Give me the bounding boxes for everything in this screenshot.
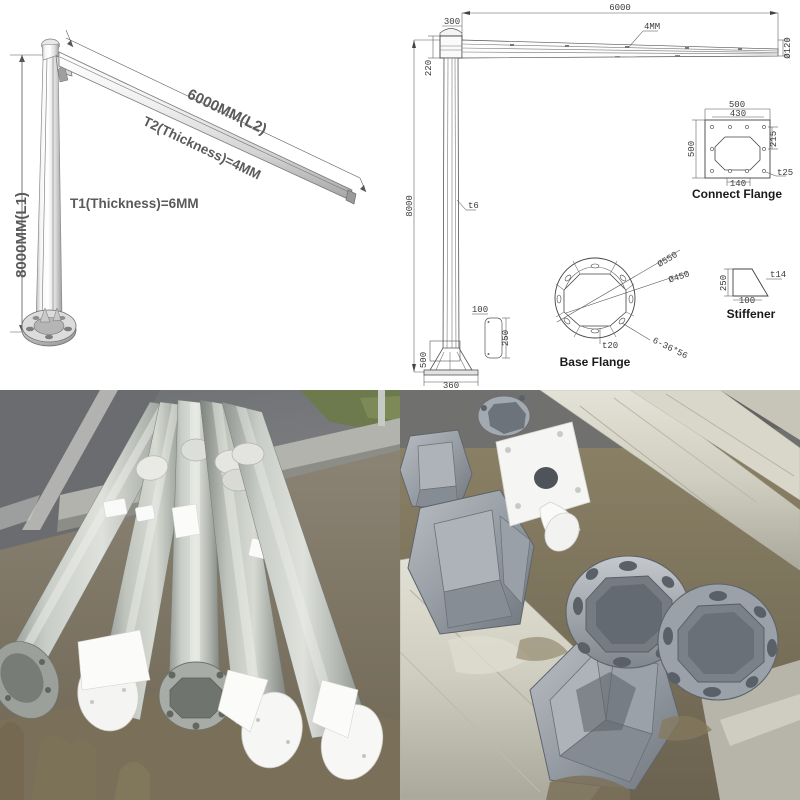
iso-pole-thickness-label: T1(Thickness)=6MM — [70, 196, 199, 211]
drawings-row: 8000MM(L1) 6000MM(L2) T2(Thickness)=4MM … — [0, 0, 800, 390]
elev-pole-wall-thickness: t6 — [468, 201, 479, 211]
white-mounting-plate — [495, 421, 591, 552]
connect-flange-inner-width: 140 — [730, 179, 746, 189]
small-flange-top — [477, 395, 531, 437]
iso-arm-body — [58, 51, 357, 205]
elev-base-height: 500 — [419, 352, 429, 368]
connect-flange-caption: Connect Flange — [692, 187, 782, 201]
base-flange-bolt-spec: 6-36*56 — [651, 336, 689, 362]
wrapped-poles-background — [539, 390, 800, 571]
connect-flange-outer-height: 500 — [687, 141, 697, 157]
stiffener-detail: 250 100 t14 Stiffener — [719, 268, 786, 321]
connect-flange-bolt-pitch: 215 — [769, 131, 779, 147]
photo-base-flange-closeup — [400, 390, 800, 800]
iso-arm-length-label: 6000MM(L2) — [185, 86, 270, 138]
iso-pole-body — [35, 38, 63, 325]
elev-arm-length-dim: 6000 — [609, 3, 631, 13]
pole-3 — [158, 399, 234, 731]
elevation-base-assembly: 500 360 — [419, 340, 479, 390]
elevation-drawing-panel: 6000 Ø120 300 — [400, 0, 800, 390]
elev-pole-height: 8000 — [405, 195, 415, 217]
base-flange-cone-left-top — [400, 429, 473, 513]
connect-flange-bolt-span: 430 — [730, 109, 746, 119]
stiffener-height: 250 — [719, 275, 729, 291]
base-flange-cone-center — [529, 639, 681, 791]
pole-5 — [221, 401, 384, 780]
elevation-access-door: 100 250 — [472, 305, 511, 359]
iso-arm-dimension — [65, 29, 367, 193]
base-flange-ring-right — [565, 555, 691, 669]
base-flange-cone-left-mid — [407, 489, 535, 635]
connect-flange-outer-width: 500 — [729, 100, 745, 110]
connect-flange-detail: 500 430 500 215 t — [687, 100, 793, 201]
elevation-main-assembly: 6000 Ø120 300 — [405, 3, 793, 390]
elev-arm-plate-thickness: 4MM — [644, 22, 660, 32]
photo-poles-roadside — [0, 390, 400, 800]
iso-height-label: 8000MM(L1) — [13, 192, 30, 278]
iso-base-flange — [21, 307, 77, 347]
elev-door-width: 100 — [472, 305, 488, 315]
base-flange-thickness: t20 — [602, 341, 618, 351]
stiffener-base-length: 100 — [739, 296, 755, 306]
stiffener-thickness: t14 — [770, 270, 786, 280]
base-flange-caption: Base Flange — [560, 355, 631, 369]
pole-2 — [77, 401, 197, 732]
base-flange-ring-far-right — [657, 583, 779, 701]
elev-base-width: 360 — [443, 381, 459, 390]
base-flange-detail: Ø550 Ø450 6-36*56 t20 Base Flange — [554, 249, 691, 369]
isometric-drawing-panel: 8000MM(L1) 6000MM(L2) T2(Thickness)=4MM … — [0, 0, 400, 390]
stiffener-caption: Stiffener — [727, 307, 776, 321]
base-flange-outer-diameter: Ø550 — [656, 250, 680, 270]
connect-flange-thickness: t25 — [777, 168, 793, 178]
photos-row — [0, 390, 800, 800]
base-flange-bolt-circle: Ø450 — [667, 269, 691, 285]
elev-door-height: 250 — [501, 330, 511, 346]
elev-joint-height: 220 — [424, 60, 434, 76]
elev-arm-tip-diameter: Ø120 — [783, 37, 793, 59]
elev-pole-top-width: 300 — [444, 17, 460, 27]
